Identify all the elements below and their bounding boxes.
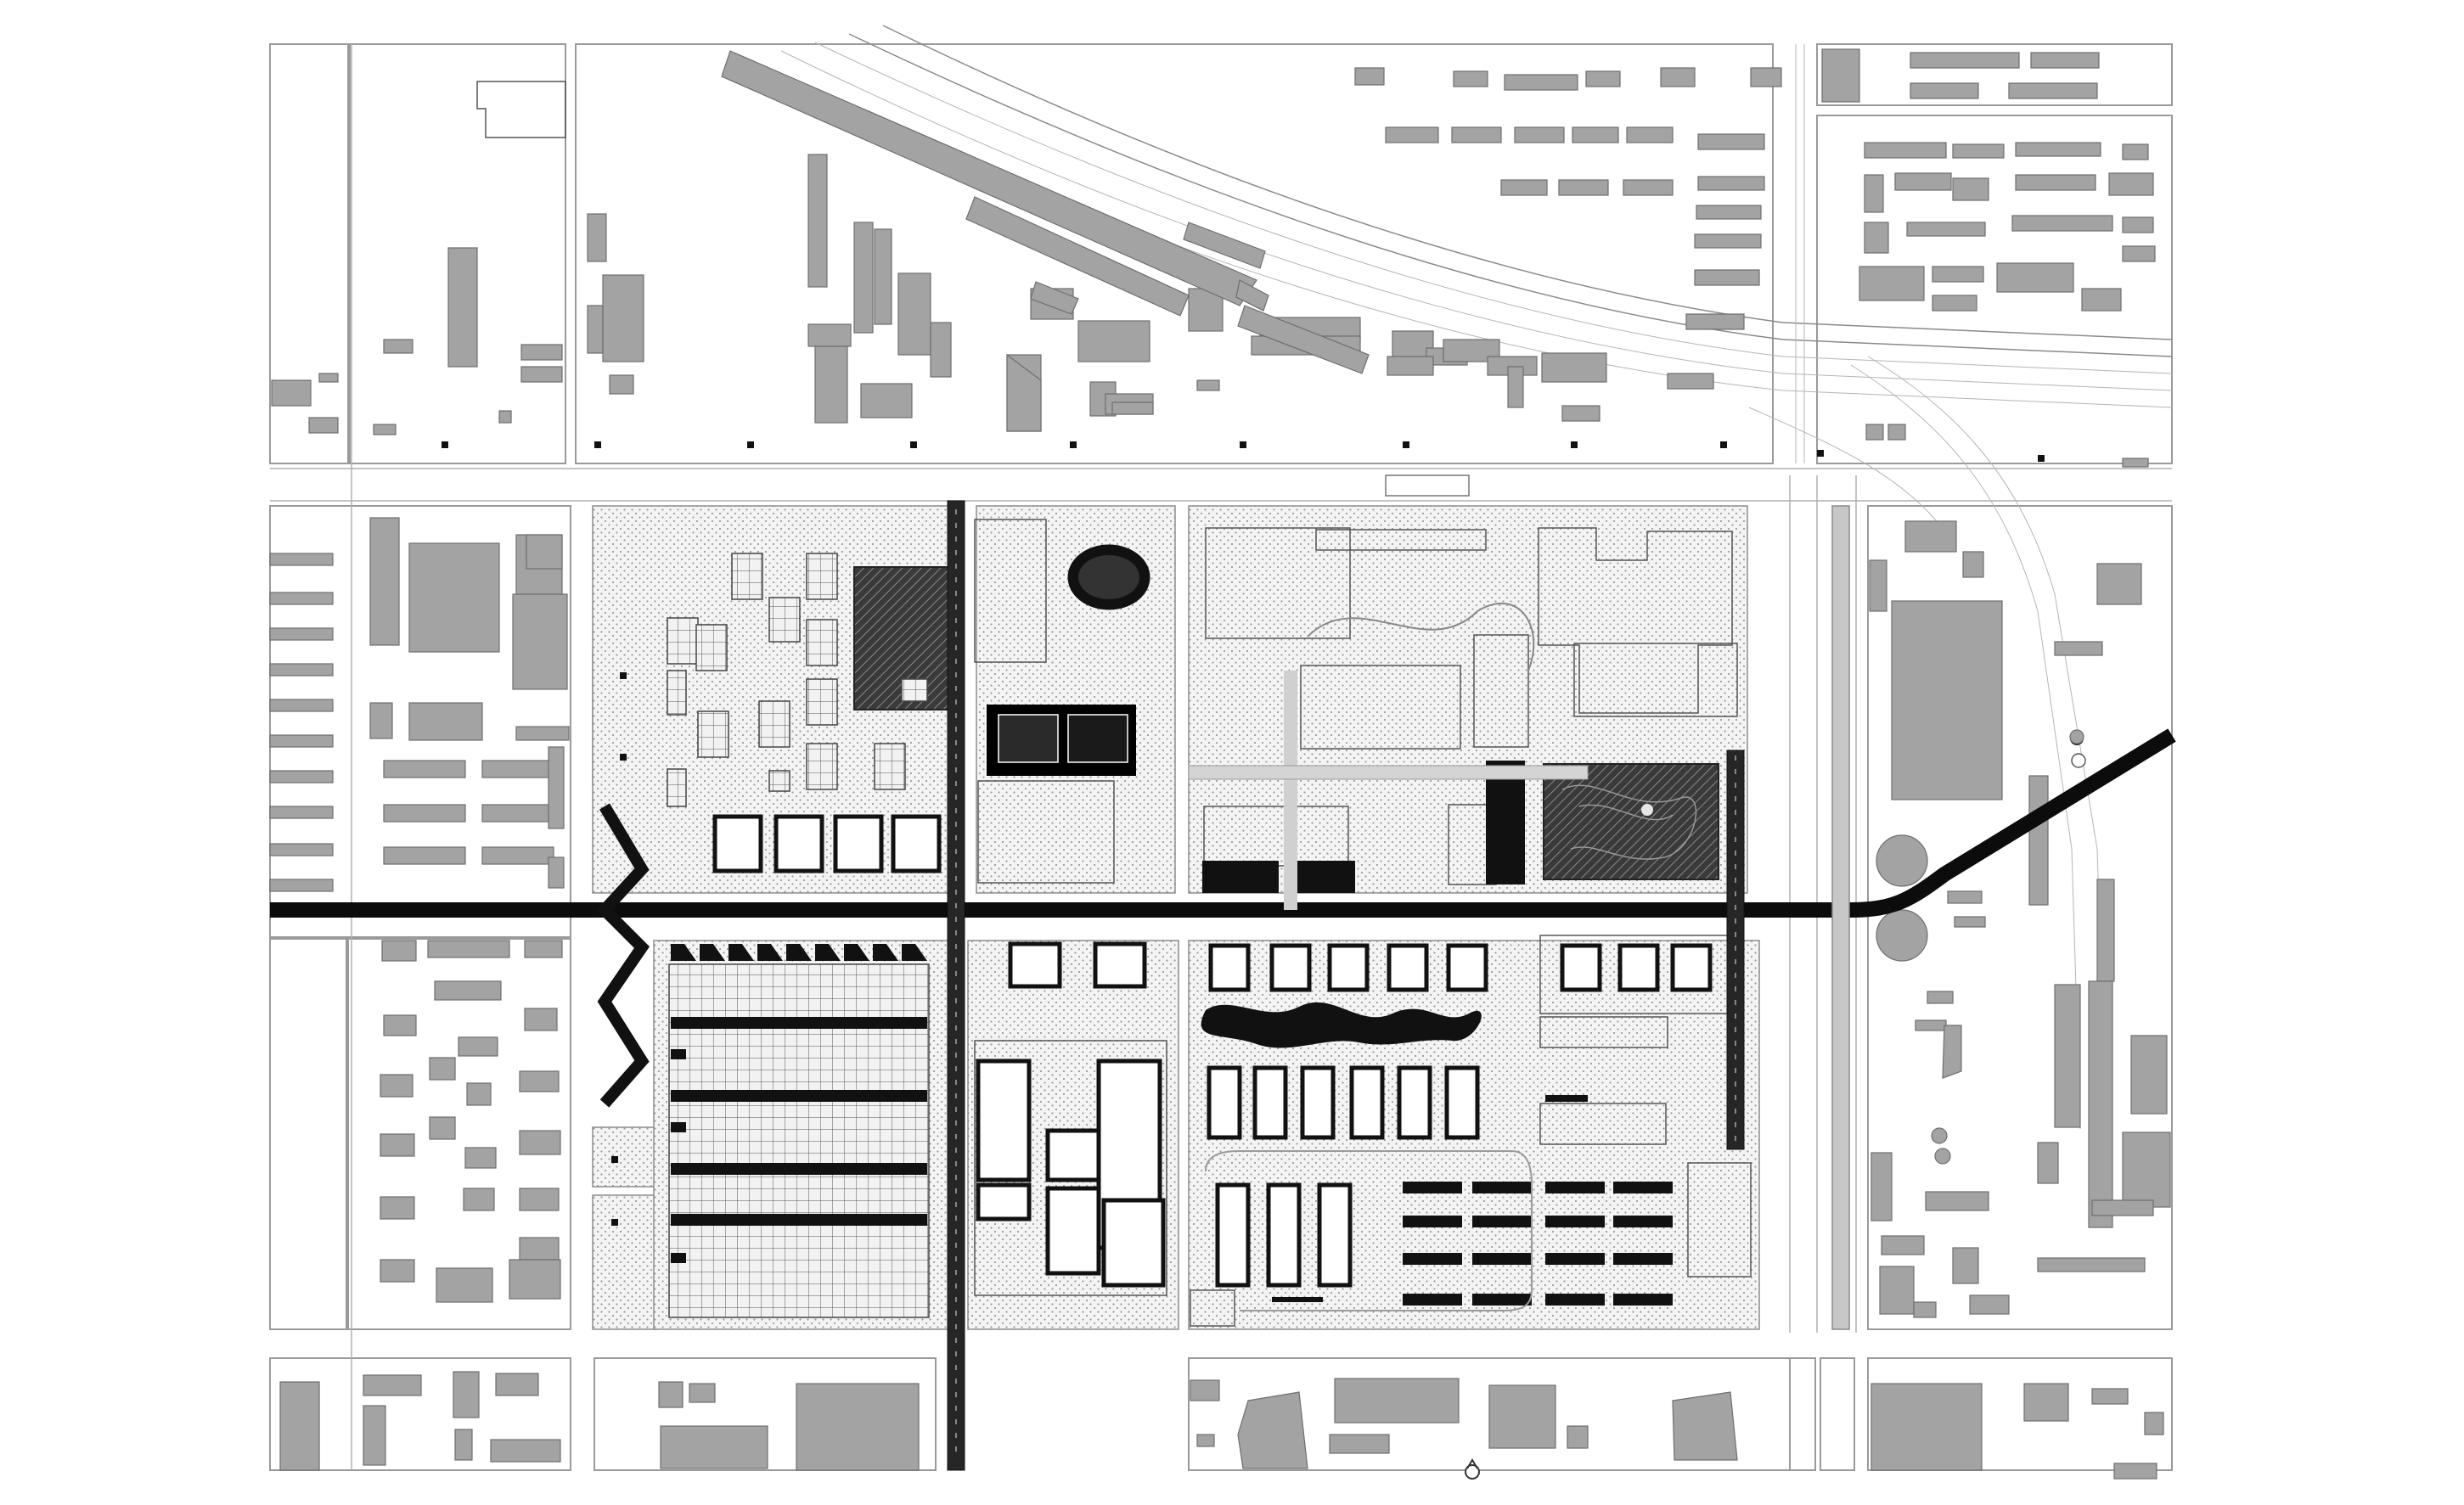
north-arrow-icon	[1465, 1458, 1480, 1480]
block-s-5	[1789, 1357, 1816, 1471]
block-s-6	[1820, 1357, 1855, 1471]
courtyard-row-se	[1208, 943, 1713, 992]
circulation	[270, 475, 2176, 1471]
block-ne-1	[1816, 43, 2173, 106]
housing-cluster-nw	[667, 553, 928, 807]
existing-buildings	[269, 48, 2171, 1480]
block-w-2	[269, 938, 347, 1330]
courtyard-row-north	[712, 814, 942, 873]
railway-corridor	[746, 25, 2173, 1130]
new-buildings	[442, 441, 2045, 1318]
courtyard-blocks-south	[976, 941, 1166, 1288]
serpentine-pond	[1201, 1002, 1482, 1048]
main-avenue	[270, 728, 2176, 918]
slab-housing-se	[1403, 1182, 1673, 1306]
courtyard-mid-se	[1207, 1065, 1480, 1288]
sawtooth-housing	[668, 944, 930, 1318]
zigzag-bridge	[596, 803, 650, 1108]
park-topography	[1543, 763, 1719, 880]
